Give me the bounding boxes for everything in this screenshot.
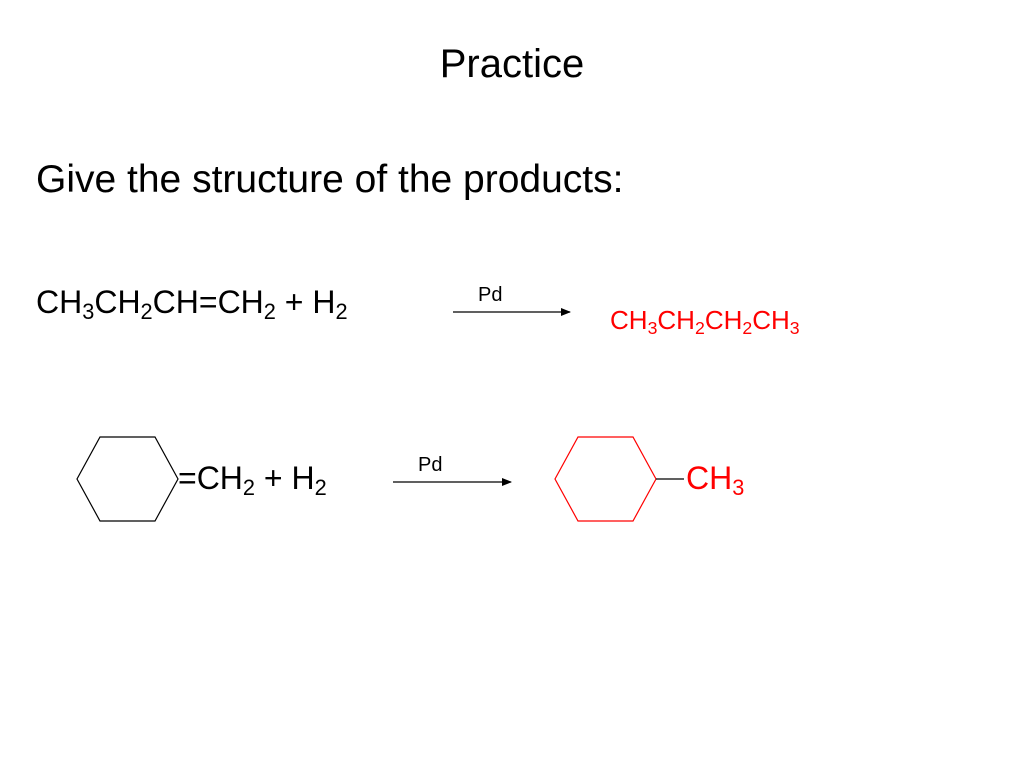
cyclohexane-ring-product [554,436,657,522]
subscript: 2 [263,299,276,325]
subscript: 2 [335,299,348,325]
subscript: 2 [242,475,256,501]
formula-part: CH [686,460,733,496]
subscript: 3 [789,317,800,338]
reaction-2-catalyst: Pd [418,454,443,476]
reaction-2-product: CH3 [686,460,745,501]
formula-part: CH [94,284,141,320]
subscript: 2 [742,317,753,338]
reaction-1-product: CH3CH2CH2CH3 [610,305,800,338]
reaction-1-catalyst: Pd [478,284,503,306]
formula-part: CH [657,305,695,335]
slide-title: Practice [439,42,585,86]
formula-part: + H [255,460,315,496]
reaction-2-reactants: =CH2 + H2 [178,460,327,501]
subscript: 2 [314,475,327,501]
formula-part: + H [275,284,336,320]
formula-part: CH [36,284,83,320]
formula-part: CH [752,305,790,335]
formula-part: CH=CH [152,284,264,320]
subscript: 2 [694,317,705,338]
subscript: 3 [647,317,658,338]
reaction-1-reactants: CH3CH2CH=CH2 + H2 [36,284,348,325]
subscript: 2 [140,299,153,325]
instruction-text: Give the structure of the products: [36,158,624,201]
subscript: 3 [82,299,95,325]
formula-part: =CH [178,460,243,496]
cyclohexane-ring-reactant [76,436,179,522]
formula-part: CH [704,305,743,335]
formula-part: CH [610,305,648,335]
subscript: 3 [732,475,745,501]
